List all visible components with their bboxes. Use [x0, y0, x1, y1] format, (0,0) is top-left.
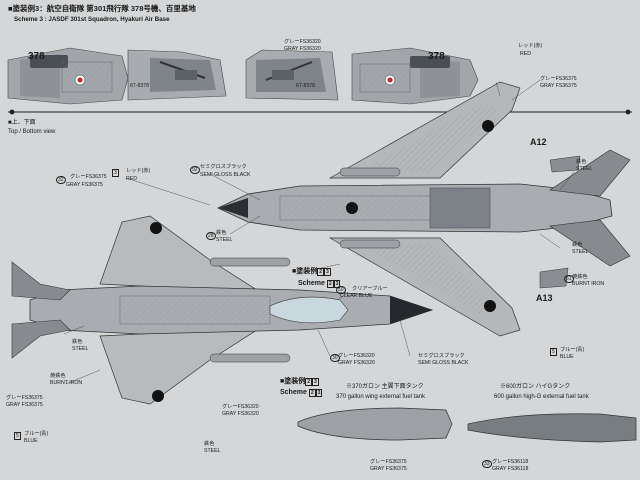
tank370-color-jp: グレーFS36375	[370, 459, 407, 465]
steel-jp-low: 鉄色	[204, 441, 215, 447]
tank-370	[297, 407, 453, 441]
black-jp-mid: セミグロスブラック	[200, 164, 247, 170]
gray36320-en-top: GRAY FS36320	[284, 46, 321, 52]
a13-insert	[539, 267, 569, 289]
tail-detail-right	[245, 49, 339, 101]
roundel-lower-left	[152, 390, 164, 402]
top-bottom-label-jp: ■上、下面	[8, 120, 36, 126]
section-a13: A13	[536, 293, 553, 303]
steel-en-right: STEEL	[576, 166, 593, 172]
gray36375-jp-mid: グレーFS36375	[70, 174, 107, 180]
section-a12: A12	[530, 137, 547, 147]
tail-detail-left	[127, 49, 227, 101]
gray36375-en-mid: GRAY FS36375	[66, 182, 103, 188]
black-jp-low: セミグロスブラック	[418, 353, 465, 359]
blue-jp-right: ブルー(青)	[560, 347, 585, 353]
steel-en-right2: STEEL	[572, 249, 589, 255]
steel-jp-right: 鉄色	[576, 159, 587, 165]
nose-detail-right	[351, 47, 479, 105]
black-en-low: SEMI GLOSS BLACK	[418, 360, 469, 366]
roundel-bottom-wing	[484, 300, 496, 312]
steel-jp-left: 鉄色	[72, 339, 83, 345]
tank600-color-en: GRAY FS36118	[492, 466, 529, 472]
gray36320-jp-top: グレーFS36320	[284, 39, 321, 45]
roundel-upper-left	[150, 222, 162, 234]
gray36320-jp-mid: グレーFS36320	[338, 353, 375, 359]
tail-number-nose-right: 378	[428, 51, 445, 62]
tank600-jp: ※600ガロン ハイGタンク	[500, 384, 571, 390]
gray36375-jp-left: グレーFS36375	[6, 395, 43, 401]
burnt-jp-left: 焼鉄色	[50, 373, 66, 379]
gray36375-jp-top: グレーFS36375	[540, 76, 577, 82]
roundel-top-wing	[482, 120, 494, 132]
clearblue-jp: クリアーブルー	[352, 286, 388, 292]
callout-3: 3	[112, 169, 119, 177]
tank370-color-en: GRAY FS36375	[370, 466, 407, 472]
bottom-view-aircraft	[217, 81, 631, 337]
red-jp-top: レッド(赤)	[518, 43, 543, 49]
leader-lines	[63, 79, 575, 385]
callout-28: 28	[206, 232, 216, 240]
burnt-en-left: BURNT IRON	[50, 380, 83, 386]
fin-number-left: 67-8378	[130, 83, 150, 89]
header-rule-dot-right	[625, 109, 631, 115]
callout-92: 92	[190, 166, 200, 174]
header-rule-dot-left	[9, 109, 15, 115]
red-jp-mid: レッド(赤)	[126, 168, 151, 174]
tank600-color-jp: グレーFS36118	[492, 459, 529, 465]
steel-en-mid: STEEL	[216, 237, 233, 243]
burnt-jp-right: 焼鉄色	[572, 274, 588, 280]
steel-jp-mid: 鉄色	[216, 230, 227, 236]
tank600-en: 600 gallon high-G external fuel tank	[494, 394, 589, 400]
callout-32: 32	[56, 176, 66, 184]
black-en-mid: SEMI GLOSS BLACK	[200, 172, 251, 178]
fin-number-right: 67-8378	[296, 83, 316, 89]
gray36320-en-low: GRAY FS36320	[222, 411, 259, 417]
callout-50: 50	[336, 286, 346, 294]
clearblue-en: CLEAR BLUE	[340, 293, 373, 299]
burnt-en-right: BURNT IRON	[572, 281, 605, 287]
blue-jp-left: ブルー(青)	[24, 431, 49, 437]
gray36375-en-top: GRAY FS36375	[540, 83, 577, 89]
top-bottom-label-en: Top / Bottom view	[8, 129, 56, 135]
callout-5: 5	[550, 348, 557, 356]
callout-5-left: 5	[14, 432, 21, 440]
red-en-top: RED	[520, 51, 531, 57]
tail-number-nose-left: 378	[28, 51, 45, 62]
callout-61: 61	[564, 275, 574, 283]
scheme-title-jp: ■塗装例3：航空自衛隊 第301飛行隊 378号機、百里基地	[8, 4, 196, 13]
red-en-mid: RED	[126, 176, 137, 182]
a12-insert	[549, 155, 581, 173]
steel-en-left: STEEL	[72, 346, 89, 352]
callout-33: 33	[482, 460, 492, 468]
gray36320-en-mid: GRAY FS36320	[338, 360, 375, 366]
steel-en-low: STEEL	[204, 448, 221, 454]
tank370-jp: ※370ガロン 主翼下面タンク	[346, 384, 424, 390]
scheme-title-en: Scheme 3 : JASDF 301st Squadron, Hyakuri…	[14, 16, 170, 23]
gray36375-en-left: GRAY FS36375	[6, 402, 43, 408]
blue-en-left: BLUE	[24, 438, 38, 444]
steel-jp-right2: 鉄色	[572, 242, 583, 248]
top-view-aircraft	[11, 215, 434, 405]
callout-30: 30	[330, 354, 340, 362]
blue-en-right: BLUE	[560, 354, 574, 360]
nose-detail-left	[7, 47, 129, 105]
gray36320-jp-low: グレーFS36320	[222, 404, 259, 410]
tank370-en: 370 gallon wing external fuel tank	[336, 394, 426, 400]
tank-600	[467, 413, 637, 443]
